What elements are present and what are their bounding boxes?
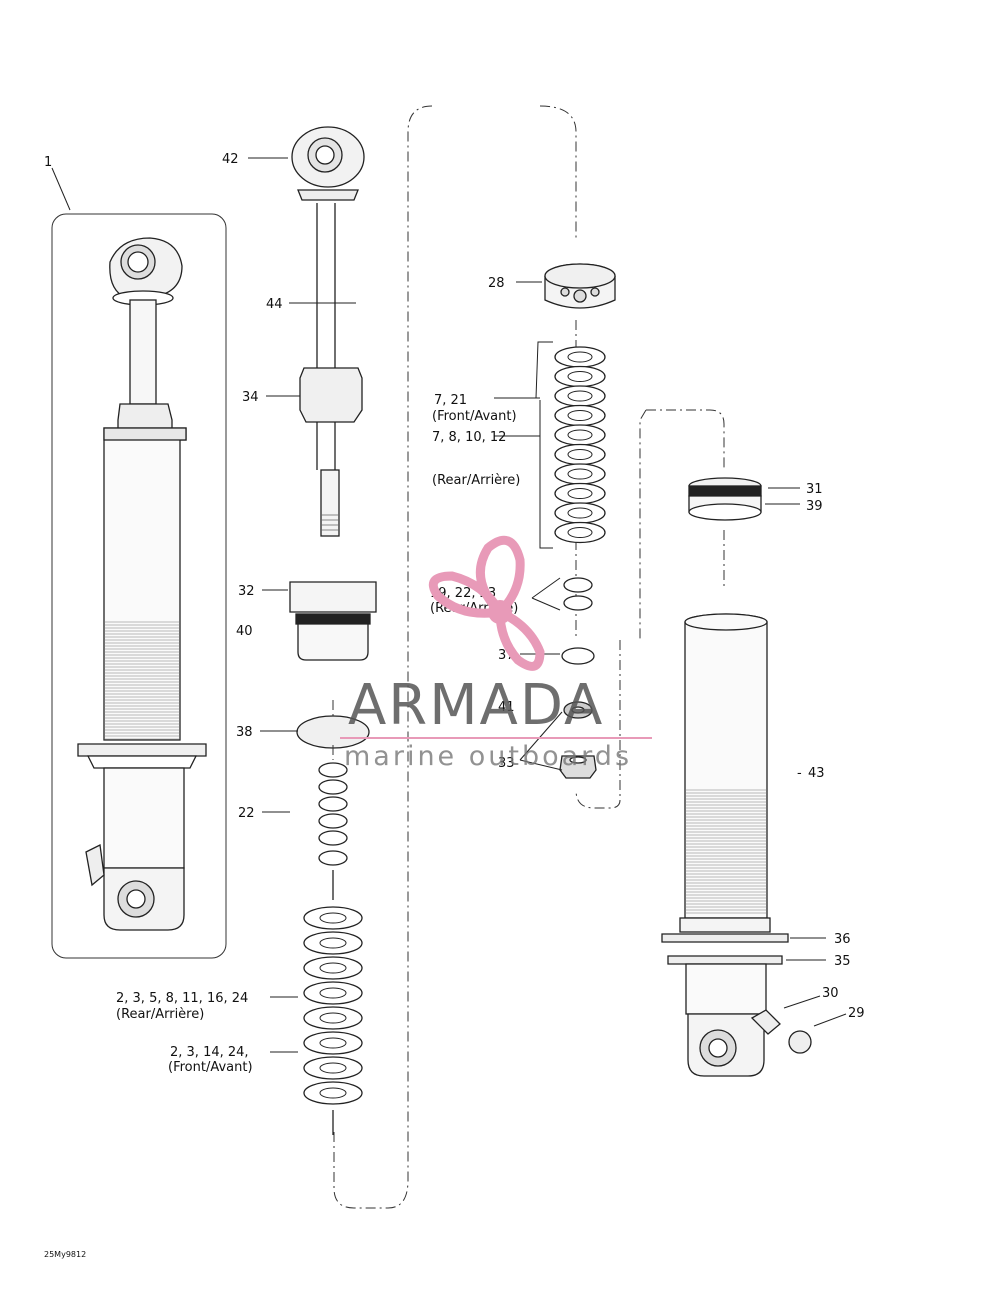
column-three-parts — [544, 263, 616, 779]
propeller-logo-icon — [428, 535, 545, 671]
callout-rear-shims-column-two: 2, 3, 5, 8, 11, 16, 24 — [116, 991, 248, 1006]
watermark-brand: ARMADA — [348, 673, 604, 738]
callout-dash: - — [797, 766, 802, 781]
shim-washer — [303, 1081, 363, 1105]
callout-40: 40 — [236, 624, 253, 639]
callout-front-shims-column-two: 2, 3, 14, 24, — [170, 1045, 249, 1060]
callout-44: 44 — [266, 297, 283, 312]
shim-washer — [303, 981, 363, 1005]
callout-28: 28 — [488, 276, 505, 291]
callout-36: 36 — [834, 932, 851, 947]
shim-washer — [303, 1031, 363, 1055]
leader-lines — [51, 157, 847, 1053]
callout-43: 43 — [808, 766, 825, 781]
shim-washer — [554, 521, 606, 544]
shim-washer — [303, 906, 363, 930]
callout-rear-shims-column-two-qualifier: (Rear/Arrière) — [116, 1007, 204, 1022]
callout-front-shims-column-three-qualifier: (Front/Avant) — [432, 409, 517, 424]
callout-34: 34 — [242, 390, 259, 405]
shim-washer — [554, 443, 606, 466]
callout-33: 33 — [498, 756, 515, 771]
callout-rear-shims-column-three: 7, 8, 10, 12 — [432, 430, 506, 445]
shim-washer — [303, 931, 363, 955]
diagram-code: 25My9812 — [44, 1250, 86, 1259]
watermark-tagline: marine outboards — [344, 741, 632, 772]
callout-31: 31 — [806, 482, 823, 497]
dashed-envelope-lines — [332, 105, 725, 1209]
callout-1: 1 — [44, 155, 52, 170]
column-two-parts — [289, 126, 377, 1135]
assembled-shock-absorber — [51, 213, 227, 959]
shim-washer — [554, 502, 606, 524]
shim-washer — [554, 463, 606, 485]
callout-rear-shims-column-three-qualifier: (Rear/Arrière) — [432, 473, 520, 488]
callout-41: 41 — [498, 700, 515, 715]
callout-42: 42 — [222, 152, 239, 167]
shim-washer — [303, 1056, 363, 1080]
callout-35: 35 — [834, 954, 851, 969]
callout-29: 29 — [848, 1006, 865, 1021]
shim-washer — [554, 482, 606, 505]
armada-watermark: ARMADA marine outboards — [340, 535, 652, 772]
shim-washer — [554, 365, 606, 388]
shim-washer — [554, 424, 606, 446]
shim-washer — [554, 346, 606, 368]
callout-39: 39 — [806, 499, 823, 514]
callout-32: 32 — [238, 584, 255, 599]
callout-30: 30 — [822, 986, 839, 1001]
shim-washer — [554, 385, 606, 407]
callout-front-shims-column-two-qualifier: (Front/Avant) — [168, 1060, 253, 1075]
callout-front-shims-column-three: 7, 21 — [434, 393, 467, 408]
shim-washer — [303, 956, 363, 980]
cylinder-assembly — [661, 477, 812, 1077]
shim-washer — [303, 1006, 363, 1030]
callout-38: 38 — [236, 725, 253, 740]
callout-22: 22 — [238, 806, 255, 821]
shim-washer — [554, 404, 606, 427]
